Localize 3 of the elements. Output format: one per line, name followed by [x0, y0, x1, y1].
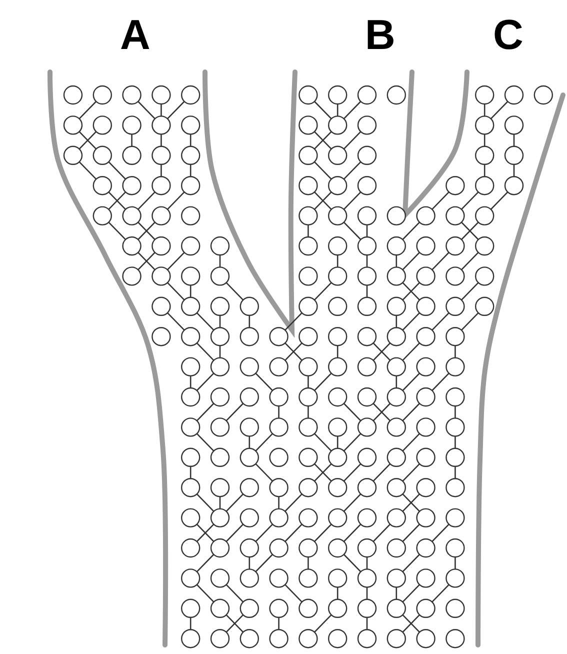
species-label: C: [493, 14, 524, 56]
species-label: B: [365, 14, 396, 56]
species-label: A: [120, 14, 150, 56]
